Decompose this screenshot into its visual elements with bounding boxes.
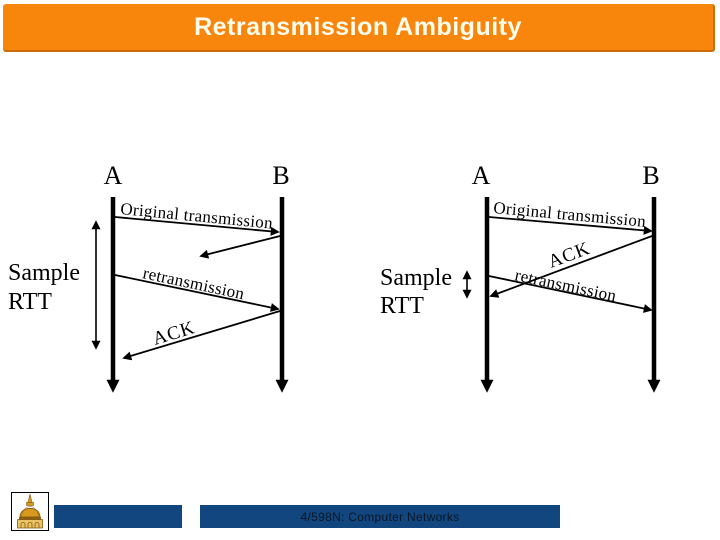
original-transmission-arrow	[488, 216, 653, 235]
original-transmission-arrow	[114, 216, 280, 236]
ack-label: ACK	[150, 317, 197, 350]
sample-rtt-label-line1: Sample	[380, 265, 452, 291]
original-transmission-label: Original transmission	[493, 198, 647, 231]
host-a-label: A	[472, 161, 491, 190]
sample-rtt-label-line1: Sample	[8, 260, 80, 286]
original-transmission-label: Original transmission	[120, 199, 274, 233]
footer-course-label: 4/598N: Computer Networks	[300, 509, 460, 524]
sample-rtt-label-line2: RTT	[8, 289, 52, 315]
sample-rtt-label-line2: RTT	[380, 293, 424, 319]
footer-bar-center: 4/598N: Computer Networks	[200, 505, 560, 528]
retransmission-label: retransmission	[141, 263, 246, 303]
lost-ack-arrow	[199, 235, 281, 259]
ack-arrow	[122, 310, 281, 361]
retransmission-arrow	[488, 275, 653, 313]
notre-dame-dome-icon	[11, 492, 49, 531]
host-b-label: B	[642, 161, 659, 190]
host-a-label: A	[104, 161, 123, 190]
left-diagram: A B Sample RTT Original transmission ret…	[8, 161, 290, 393]
host-b-label: B	[272, 161, 289, 190]
retransmission-label: retransmission	[513, 265, 618, 305]
footer-bar-left	[54, 505, 182, 528]
ack-arrow	[489, 235, 653, 298]
slide-title: Retransmission Ambiguity	[194, 12, 522, 41]
retransmission-arrow	[114, 274, 280, 312]
title-bar: Retransmission Ambiguity	[3, 4, 715, 52]
right-diagram: A B Sample RTT Original transmission ACK…	[380, 161, 661, 393]
